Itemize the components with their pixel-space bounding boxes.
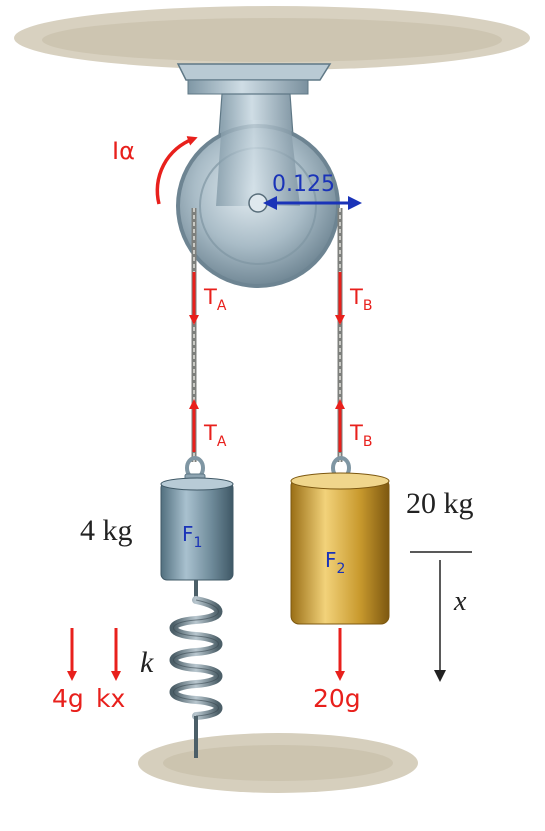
floor-shadow bbox=[163, 745, 393, 781]
ceiling-shadow bbox=[42, 18, 502, 62]
spring-k bbox=[169, 580, 223, 758]
weight-left-label: 4g bbox=[52, 684, 84, 713]
angular-acceleration-arrow bbox=[155, 136, 198, 205]
force-right-label: F2 bbox=[325, 548, 345, 577]
mass-left-4kg bbox=[160, 477, 234, 581]
angular-label: Iα bbox=[112, 137, 135, 165]
weight-right-label: 20g bbox=[313, 684, 361, 713]
mass-left-label: 4 kg bbox=[80, 514, 133, 547]
tension-b-bottom-label: TB bbox=[349, 421, 372, 450]
tension-b-top-label: TB bbox=[349, 285, 372, 314]
spring-force-label: kx bbox=[96, 684, 125, 713]
spring-label: k bbox=[140, 646, 154, 679]
radius-label: 0.125 bbox=[272, 172, 335, 197]
force-left-label: F1 bbox=[182, 522, 202, 551]
mass-right-label: 20 kg bbox=[406, 487, 474, 520]
pulley-wheel bbox=[176, 120, 340, 288]
tension-a-bottom-label: TA bbox=[203, 421, 227, 450]
tension-a-top-label: TA bbox=[203, 285, 227, 314]
axle bbox=[248, 193, 268, 213]
mass-right-20kg bbox=[290, 472, 390, 625]
displacement-label: x bbox=[453, 586, 467, 617]
